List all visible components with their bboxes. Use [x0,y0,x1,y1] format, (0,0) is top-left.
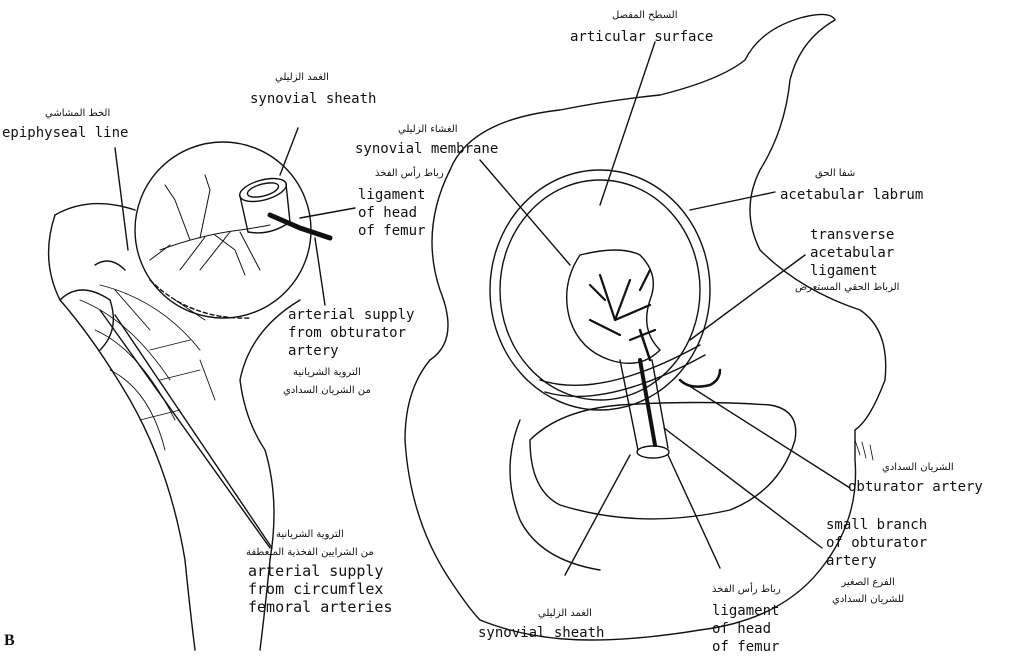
femoral-head-outline [135,142,311,318]
synovial-membrane-label: synovial membrane [355,140,498,158]
circumflex-supply-label: arterial supply from circumflex femoral … [248,562,393,616]
obturator-artery-arabic: الشريان السدادي [882,462,954,474]
synovial-membrane-arabic: الغشاء الزليلي [398,124,458,136]
synovial-sheath-bottom-label: synovial sheath [478,624,604,642]
transverse-ligament-label: transverse acetabular ligament [810,226,894,280]
epiphyseal-line-label: epiphyseal line [2,124,128,142]
ligament-head-bottom-label: ligament of head of femur [712,602,779,656]
synovial-sheath-top-label: synovial sheath [250,90,376,108]
transverse-ligament-arabic: الرباط الحقي المستعرض [795,282,899,294]
synovial-sheath-bottom-arabic: الغمد الزليلي [538,608,592,620]
small-branch-arabic: الفرع الصغير للشريان السدادي [832,574,904,608]
articular-surface-arabic: السطح المفصل [612,10,678,22]
figure-letter: B [4,632,15,650]
obturator-supply-label: arterial supply from obturator artery [288,306,414,360]
articular-surface-label: articular surface [570,28,713,46]
acetabular-labrum-arabic: شفا الحق [815,168,855,180]
acetabulum-drawing [405,14,886,640]
epiphyseal-line-arabic: الخط المشاشي [45,108,110,120]
small-branch-label: small branch of obturator artery [826,516,927,570]
ligament-head-bottom-arabic: رباط رأس الفخذ [712,584,781,596]
ligament-head-left-label: ligament of head of femur [358,186,425,240]
obturator-supply-arabic: التروية الشريانية من الشريان السدادي [283,364,371,400]
synovial-sheath-top-arabic: الغمد الزليلي [275,72,329,84]
acetabular-labrum-label: acetabular labrum [780,186,923,204]
circumflex-supply-arabic: التروية الشريانية من الشرايين الفخذية ال… [246,526,374,562]
ligament-head-left-arabic: رباط رأس الفخذ [375,168,444,180]
obturator-artery-label: obturator artery [848,478,983,496]
